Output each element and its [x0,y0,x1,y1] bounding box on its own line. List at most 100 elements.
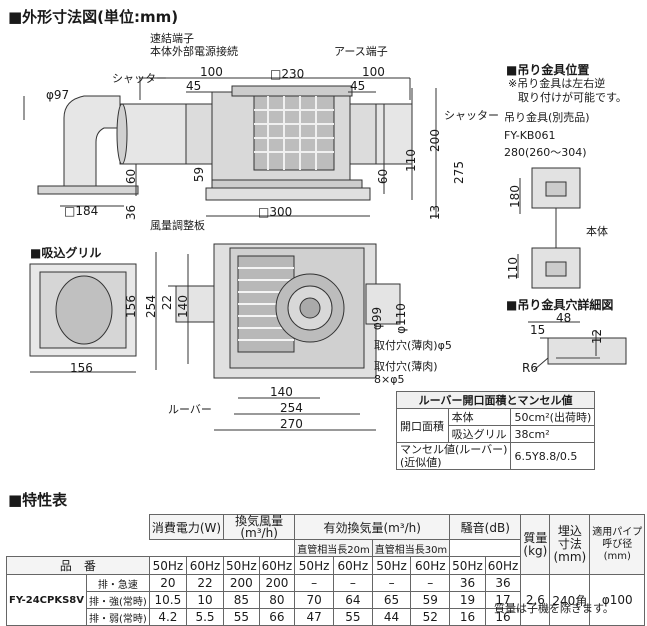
hole-r6: R6 [522,361,538,375]
hdr-hz60: 60Hz [332,556,373,575]
dim-phi99: φ99 [370,306,385,331]
label-shutter-right: シャッター [444,109,499,122]
table-cell: 10.5 [148,591,187,609]
table-cell: 19 [449,591,486,609]
table-cell: 52 [410,608,451,626]
hdr-ceiling-2: 寸法 [557,537,582,551]
label-mount-hole-1: 取付穴(薄肉)φ5 [374,339,452,352]
hole-dim-12: 12 [590,328,605,345]
hdr-ceiling-3: (mm) [553,550,587,564]
dim-156-h: 156 [70,361,93,375]
hanger-body-label: 本体 [586,225,608,238]
hanger-note-1: ※吊り金具は左右逆 [508,77,606,90]
hdr-hz50: 50Hz [449,556,486,575]
label-power-connection: 本体外部電源接続 [150,45,238,58]
table-cell: 16 [449,608,486,626]
table-cell: 20 [148,574,187,592]
hdr-pipe-1: 適用パイプ [592,526,643,538]
ceiling-size-value: 240角 [549,574,591,626]
table-cell: 55 [223,608,260,626]
label-louver: ルーバー [168,403,212,416]
dim-270-h: 270 [280,417,303,431]
hanger-part-number: FY-KB061 [504,129,556,142]
hdr-hz60: 60Hz [258,556,296,575]
dim-156-v: 156 [123,295,138,318]
hdr-power: 消費電力(W) [148,514,225,540]
pipe-size-value: φ100 [589,574,646,626]
table-cell: 65 [371,591,412,609]
dim-100-left: 100 [200,65,223,79]
mansel-body-label: 本体 [447,408,512,426]
hdr-hz50: 50Hz [148,556,187,575]
mass-value: 2.6 [520,574,551,626]
hanger-dim-110: 110 [505,257,520,280]
model-number: FY-24CPKS8V [6,574,87,626]
hdr-duct20: 直管相当長20m [294,539,373,557]
table-cell: 55 [332,608,373,626]
dim-254-h: 254 [280,401,303,415]
dim-60-left: 60 [124,168,139,185]
hdr-mass: 質量 [523,530,548,545]
dim-13: 13 [428,204,443,221]
table-cell: 200 [223,574,260,592]
mansel-value: 6.5Y8.8/0.5 [510,442,596,470]
mansel-label-1: マンセル値(ルーバー) [400,443,508,456]
hdr-airflow-unit: (m³/h) [240,526,278,540]
mode-label: 排・強(常時) [86,591,150,609]
table-cell: 22 [185,574,225,592]
hdr-hz50: 50Hz [223,556,260,575]
hanger-dim-180: 180 [507,185,522,208]
hdr-pipe-3: (mm) [603,550,631,562]
intake-grille-title: ■吸込グリル [30,246,102,260]
table-cell: 200 [258,574,296,592]
hdr-model: 品 番 [6,556,150,575]
hole-dim-15: 15 [530,323,546,337]
table-cell: – [332,574,373,592]
hdr-duct30: 直管相当長30m [371,539,451,557]
dim-45-right: 45 [350,79,366,93]
mode-label: 排・弱(常時) [86,608,150,626]
hanger-note-2: 取り付けが可能です。 [518,91,627,104]
hdr-hz60: 60Hz [484,556,522,575]
dim-phi110: φ110 [393,303,408,334]
dim-200: 200 [427,129,442,152]
hdr-hz60: 60Hz [185,556,225,575]
dim-140-v: 140 [175,295,190,318]
label-damper: 風量調整板 [150,219,205,232]
hanger-part-label: 吊り金具(別売品) [504,111,590,124]
table-cell: 36 [484,574,522,592]
table-cell: 85 [223,591,260,609]
mansel-grille-label: 吸込グリル [447,425,512,443]
hanger-position-title: ■吊り金具位置 [506,63,590,77]
label-mount-hole-2: 取付穴(薄肉) [374,360,438,373]
mansel-title: ルーバー開口面積とマンセル値 [395,391,596,409]
spec-title: ■特性表 [8,491,68,509]
hdr-hz50: 50Hz [294,556,334,575]
hanger-hole-title: ■吊り金具穴詳細図 [506,298,614,312]
spec-footnote: 質量は子機を除きます。 [494,602,614,615]
hdr-mass-unit: (kg) [523,543,548,558]
table-cell: 4.2 [148,608,187,626]
label-earth-terminal: アース端子 [334,45,388,58]
table-cell: – [410,574,451,592]
hdr-ceiling-1: 埋込 [557,524,582,538]
dim-22: 22 [160,294,175,311]
hdr-effective: 有効換気量(m³/h) [294,514,451,540]
mansel-area-label: 開口面積 [396,408,449,443]
dim-sq184: □184 [64,204,99,218]
hdr-airflow: 換気風量 [235,514,284,528]
dim-60-right: 60 [376,168,391,185]
hdr-hz60: 60Hz [410,556,451,575]
dim-59: 59 [192,166,207,183]
dim-45-left: 45 [186,79,202,93]
hanger-part-range: 280(260～304) [504,146,587,159]
table-cell: 10 [185,591,225,609]
table-cell: 64 [332,591,373,609]
dim-275: 275 [451,161,466,184]
dim-phi97: φ97 [46,88,70,102]
mansel-table: ルーバー開口面積とマンセル値 開口面積 本体 50cm²(出荷時) 吸込グリル … [395,391,596,470]
table-cell: – [371,574,412,592]
dim-36: 36 [124,204,139,221]
hdr-noise: 騒音(dB) [449,514,522,540]
